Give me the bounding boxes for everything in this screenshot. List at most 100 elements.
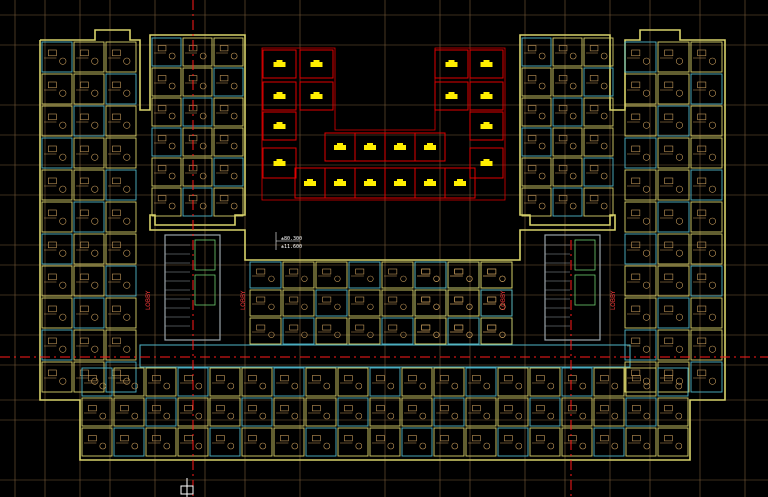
furniture (123, 121, 131, 129)
furniture (487, 268, 497, 275)
parking-bay (469, 81, 504, 111)
room (593, 367, 625, 397)
furniture (675, 57, 683, 65)
furniture (59, 153, 67, 161)
furniture (419, 412, 427, 420)
furniture (322, 324, 332, 331)
furniture (600, 375, 609, 382)
furniture (675, 249, 683, 257)
furniture (163, 412, 171, 420)
furniture (59, 313, 67, 321)
car-icon (310, 94, 323, 99)
room (624, 201, 657, 233)
parking-bay (414, 132, 446, 162)
furniture (527, 75, 537, 82)
furniture (631, 273, 641, 281)
furniture (642, 185, 650, 193)
furniture (230, 202, 238, 210)
furniture (675, 281, 683, 289)
furniture (664, 337, 674, 345)
room (81, 397, 113, 427)
car-icon (273, 94, 286, 99)
furniture (527, 135, 537, 142)
furniture (259, 412, 267, 420)
furniture (289, 268, 299, 275)
room (369, 427, 401, 457)
furniture (168, 52, 176, 60)
parking-bay (444, 167, 476, 199)
room (113, 367, 145, 397)
furniture (91, 313, 99, 321)
furniture (708, 185, 716, 193)
room (593, 427, 625, 457)
furniture (547, 382, 555, 390)
room (105, 361, 137, 393)
room (690, 329, 723, 361)
furniture (664, 273, 674, 281)
furniture (334, 275, 341, 282)
room (624, 265, 657, 297)
furniture (219, 45, 229, 52)
furniture (675, 153, 683, 161)
car-icon (304, 181, 316, 186)
furniture (642, 281, 650, 289)
furniture (675, 377, 683, 385)
furniture (334, 331, 341, 338)
furniture (664, 375, 673, 382)
furniture (611, 412, 619, 420)
furniture (248, 435, 257, 442)
room (145, 427, 177, 457)
furniture (421, 324, 431, 331)
furniture (440, 375, 449, 382)
core-shaft (544, 234, 601, 341)
room (480, 289, 513, 317)
furniture (230, 82, 238, 90)
furniture (664, 305, 674, 313)
room (625, 427, 657, 457)
room (305, 427, 337, 457)
room (690, 265, 723, 297)
room (521, 37, 552, 67)
furniture (91, 89, 99, 97)
car-icon (483, 60, 490, 63)
room (182, 127, 213, 157)
room (690, 105, 723, 137)
furniture (80, 113, 89, 121)
furniture (112, 305, 121, 313)
room (41, 137, 73, 169)
room (41, 41, 73, 73)
parking-bay (469, 111, 504, 141)
furniture (48, 241, 57, 249)
furniture (131, 442, 139, 450)
furniture (600, 405, 609, 412)
room (521, 127, 552, 157)
room (447, 289, 480, 317)
furniture (664, 49, 674, 57)
furniture (376, 435, 385, 442)
furniture (248, 405, 257, 412)
room (657, 265, 690, 297)
outer-wall (39, 29, 726, 461)
furniture (219, 195, 229, 202)
furniture (301, 303, 308, 310)
car-icon (276, 92, 283, 95)
room (273, 427, 305, 457)
furniture (631, 305, 641, 313)
furniture (642, 345, 650, 353)
room (105, 41, 137, 73)
room (105, 137, 137, 169)
furniture (157, 165, 167, 172)
furniture (80, 49, 89, 57)
furniture (123, 249, 131, 257)
furniture (697, 113, 707, 121)
furniture (80, 273, 89, 281)
room (41, 169, 73, 201)
furniture (454, 268, 464, 275)
furniture (268, 303, 275, 310)
room (73, 265, 105, 297)
furniture (163, 382, 171, 390)
core-label-left-1: LOBBY (145, 290, 152, 310)
room (401, 367, 433, 397)
